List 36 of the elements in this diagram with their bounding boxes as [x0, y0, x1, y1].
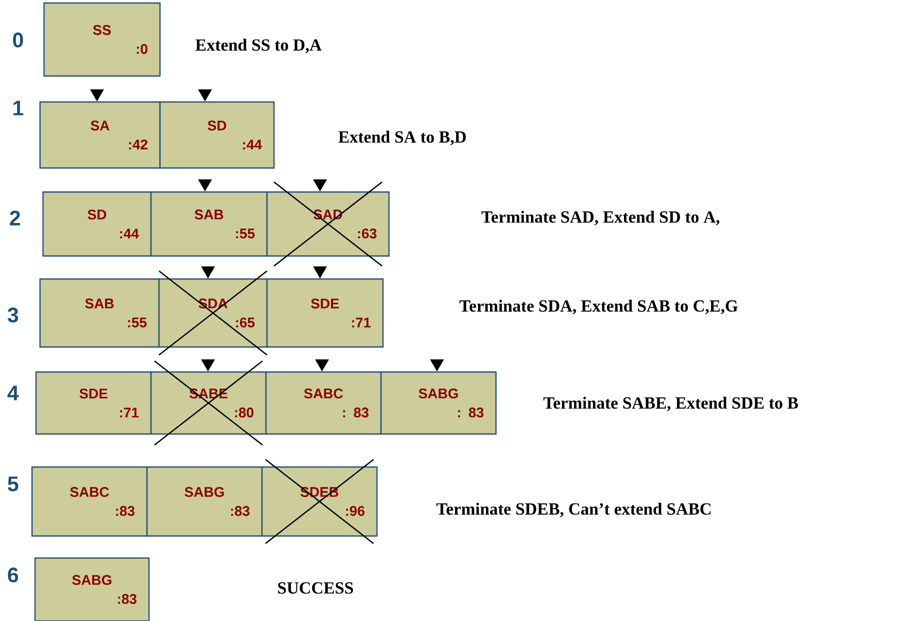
row-number: 1: [14, 100, 24, 116]
cost-cell: SA :42: [39, 101, 161, 169]
triangle-arrow: [313, 264, 327, 278]
triangle-arrow: [90, 88, 104, 102]
cost-cell: SABG :83: [34, 557, 150, 621]
step-note: Terminate SAD, Extend SD to A,: [481, 210, 720, 226]
step-note: Extend SS to D,A: [196, 38, 322, 54]
row-number: 4: [7, 386, 19, 400]
cost-cell: SDE :71: [266, 278, 384, 348]
cost-cell: SAB :55: [39, 278, 160, 348]
step-note: Terminate SDA, Extend SAB to C,E,G: [459, 300, 738, 314]
cost-cell: SD :44: [159, 101, 275, 169]
triangle-arrow: [198, 178, 212, 192]
triangle-arrow: [198, 88, 212, 102]
row-number: 5: [8, 476, 18, 492]
row-number: 0: [13, 32, 23, 48]
cost-cell: SS :0: [43, 2, 161, 77]
row-number: 2: [10, 210, 20, 226]
triangle-arrow: [201, 264, 215, 278]
cost-cell: SABC : 83: [265, 371, 382, 435]
triangle-arrow: [315, 358, 329, 372]
step-note: Extend SA to B,D: [338, 130, 466, 146]
cost-cell: SD :44: [42, 191, 152, 257]
triangle-arrow: [201, 358, 215, 372]
cost-cell: SABG :83: [146, 466, 263, 537]
step-note: Terminate SDEB, Can’t extend SABC: [436, 502, 711, 518]
step-note: Terminate SABE, Extend SDE to B: [543, 396, 798, 412]
row-number: 6: [8, 568, 18, 582]
cost-cell: SDE :71: [35, 371, 152, 435]
cost-cell: SAB :55: [150, 191, 268, 257]
triangle-arrow: [313, 178, 327, 192]
triangle-arrow: [430, 358, 444, 372]
row-number: 3: [8, 308, 18, 322]
cost-cell: SABC :83: [31, 466, 148, 537]
step-note: SUCCESS: [278, 582, 353, 594]
cost-cell: SABG : 83: [380, 371, 497, 435]
